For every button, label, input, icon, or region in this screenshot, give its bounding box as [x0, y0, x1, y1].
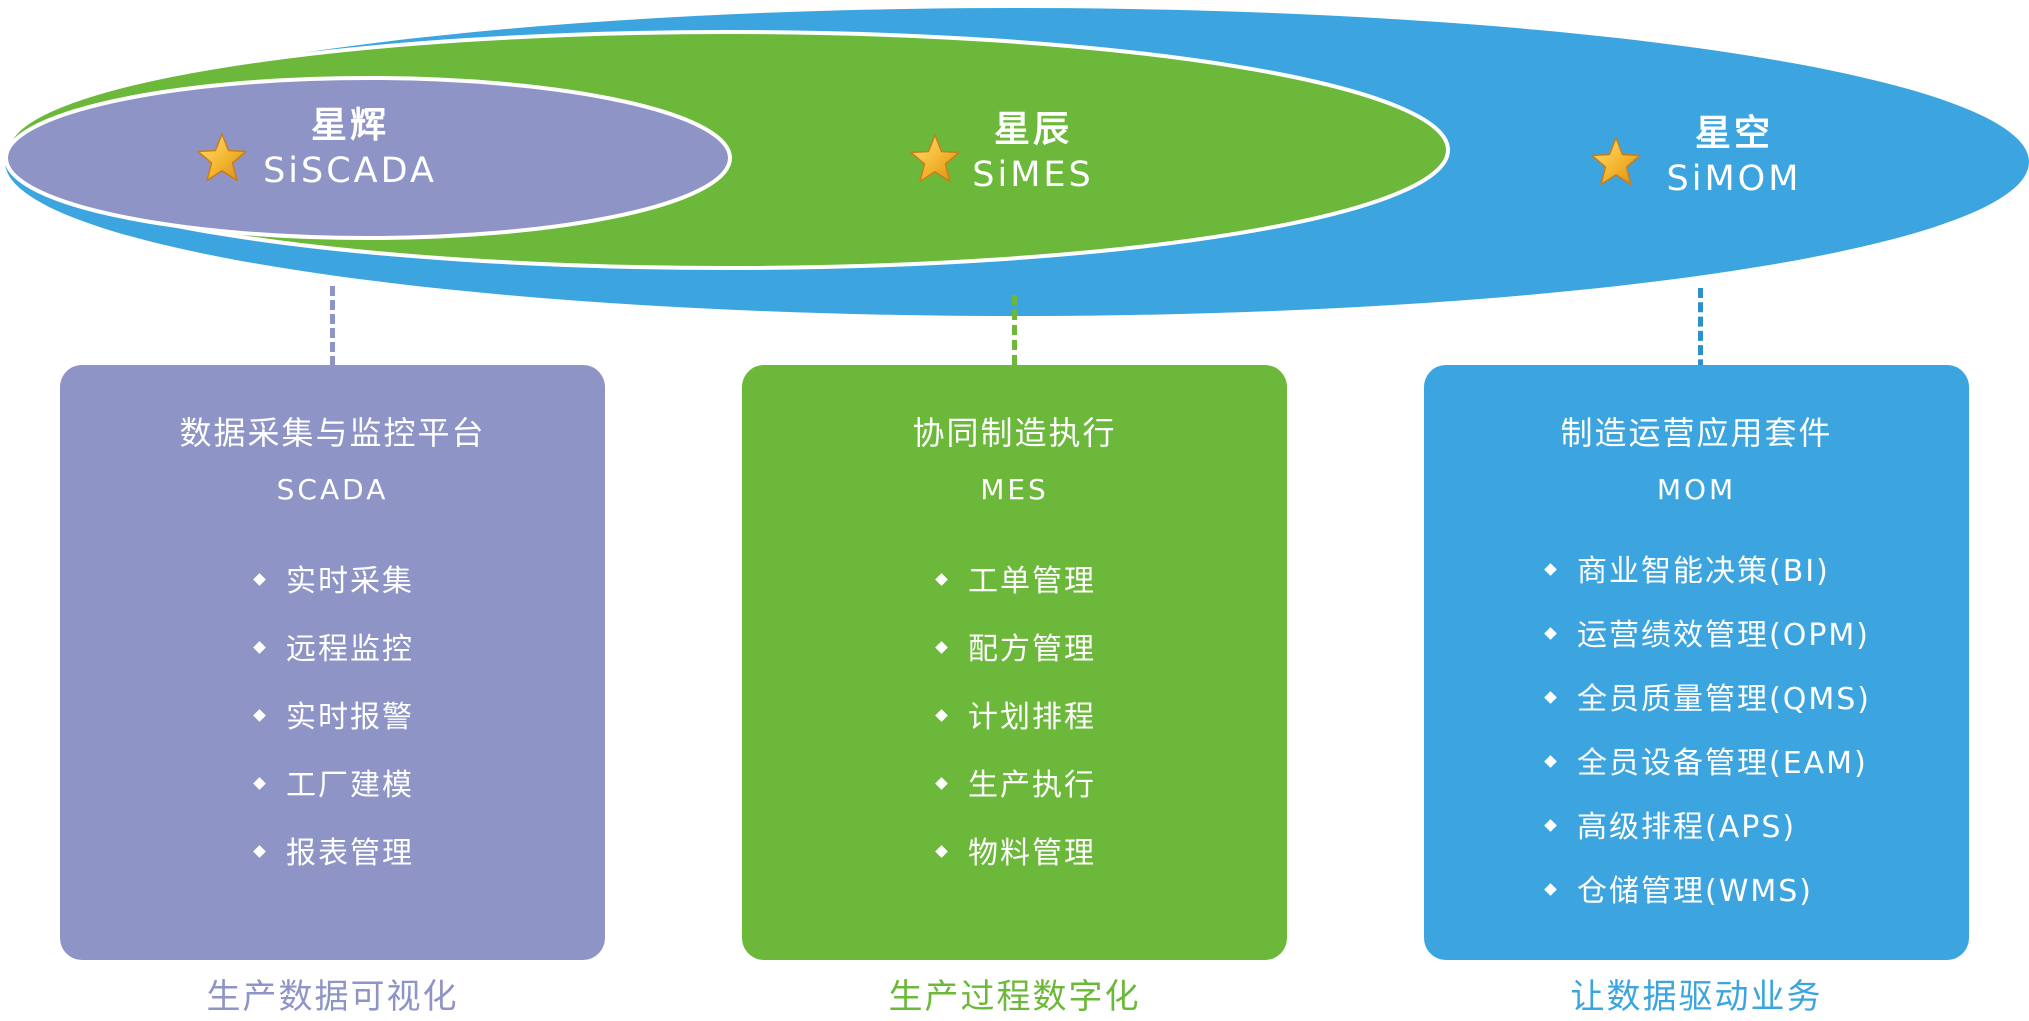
list-item-label: 高级排程(APS) [1577, 810, 1797, 845]
scada-caption: 生产数据可视化 [206, 977, 459, 1017]
product-name-cn: 星辉 [310, 105, 389, 146]
diamond-bullet-icon [1544, 691, 1557, 704]
list-item-label: 工单管理 [968, 564, 1096, 599]
list-item: 运营绩效管理(OPM) [1544, 616, 1870, 656]
list-item: 计划排程 [935, 698, 1096, 738]
product-name-cn: 星空 [1694, 113, 1773, 154]
diamond-bullet-icon [253, 641, 266, 654]
diamond-bullet-icon [935, 777, 948, 790]
scada-card: 数据采集与监控平台 SCADA 实时采集 远程监控 实时报警 工厂建模 报表管理 [60, 365, 605, 960]
mes-connector-line [1012, 295, 1017, 365]
list-item-label: 全员设备管理(EAM) [1577, 746, 1868, 781]
list-item: 实时报警 [253, 698, 414, 738]
mom-caption: 让数据驱动业务 [1570, 977, 1823, 1017]
list-item: 全员设备管理(EAM) [1544, 744, 1868, 784]
list-item: 报表管理 [253, 834, 414, 874]
list-item-label: 实时报警 [286, 700, 414, 735]
mom-card: 制造运营应用套件 MOM 商业智能决策(BI) 运营绩效管理(OPM) 全员质量… [1424, 365, 1969, 960]
list-item: 生产执行 [935, 766, 1096, 806]
diamond-bullet-icon [1544, 819, 1557, 832]
list-item: 仓储管理(WMS) [1544, 872, 1813, 912]
list-item-label: 远程监控 [286, 632, 414, 667]
card-abbreviation: SCADA [276, 473, 389, 506]
product-siscada: 星辉 SiSCADA [197, 104, 438, 194]
diamond-bullet-icon [253, 845, 266, 858]
card-title: 数据采集与监控平台 [179, 414, 486, 452]
list-item-label: 运营绩效管理(OPM) [1577, 618, 1870, 653]
list-item: 工单管理 [935, 562, 1096, 602]
list-item: 远程监控 [253, 630, 414, 670]
list-item-label: 配方管理 [968, 632, 1096, 667]
product-name-cn: 星辰 [993, 109, 1072, 150]
list-item-label: 报表管理 [286, 836, 414, 871]
product-simom: 星空 SiMOM [1591, 112, 1822, 202]
product-name-en: SiMOM [1666, 159, 1802, 199]
scada-connector-line [330, 286, 335, 366]
diamond-bullet-icon [1544, 627, 1557, 640]
list-item-label: 物料管理 [968, 836, 1096, 871]
list-item-label: 商业智能决策(BI) [1577, 554, 1830, 589]
diamond-bullet-icon [935, 641, 948, 654]
list-item: 物料管理 [935, 834, 1096, 874]
list-item-label: 实时采集 [286, 564, 414, 599]
gold-star-icon [197, 133, 247, 182]
gold-star-icon [1591, 137, 1641, 186]
list-item-label: 仓储管理(WMS) [1577, 874, 1813, 909]
card-abbreviation: MOM [1656, 473, 1737, 506]
product-name-en: SiSCADA [263, 151, 437, 191]
list-item: 商业智能决策(BI) [1544, 552, 1830, 592]
product-name-en: SiMES [972, 155, 1094, 195]
product-simes: 星辰 SiMES [910, 108, 1121, 198]
diamond-bullet-icon [253, 573, 266, 586]
list-item: 配方管理 [935, 630, 1096, 670]
diamond-bullet-icon [253, 777, 266, 790]
scada-ellipse [4, 76, 732, 240]
list-item: 高级排程(APS) [1544, 808, 1797, 848]
mom-connector-line [1698, 288, 1703, 398]
list-item-label: 计划排程 [968, 700, 1096, 735]
diamond-bullet-icon [1544, 563, 1557, 576]
diamond-bullet-icon [253, 709, 266, 722]
list-item: 全员质量管理(QMS) [1544, 680, 1871, 720]
list-item: 工厂建模 [253, 766, 414, 806]
list-item-label: 工厂建模 [286, 768, 414, 803]
product-ellipses [4, 8, 2029, 316]
gold-star-icon [910, 134, 960, 183]
mes-caption: 生产过程数字化 [888, 977, 1141, 1017]
list-item: 实时采集 [253, 562, 414, 602]
card-title: 制造运营应用套件 [1560, 414, 1833, 452]
mes-card: 协同制造执行 MES 工单管理 配方管理 计划排程 生产执行 物料管理 [742, 365, 1287, 960]
diamond-bullet-icon [935, 709, 948, 722]
diamond-bullet-icon [935, 573, 948, 586]
list-item-label: 生产执行 [968, 768, 1096, 803]
diamond-bullet-icon [1544, 755, 1557, 768]
card-abbreviation: MES [980, 473, 1049, 506]
card-title: 协同制造执行 [912, 414, 1117, 452]
diamond-bullet-icon [1544, 883, 1557, 896]
diamond-bullet-icon [935, 845, 948, 858]
list-item-label: 全员质量管理(QMS) [1577, 682, 1871, 717]
